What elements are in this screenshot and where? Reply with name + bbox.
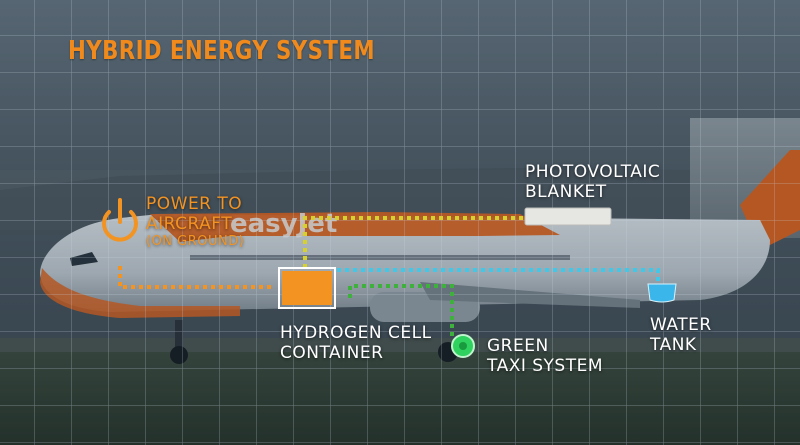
hydrogen-container-outline [278, 267, 336, 309]
photovoltaic-label-line1: PHOTOVOLTAIC [525, 162, 661, 182]
green-taxi-icon-core [459, 342, 467, 350]
solar-blanket-icon [524, 207, 612, 226]
photovoltaic-blanket-label: PHOTOVOLTAIC BLANKET [525, 162, 660, 202]
power-icon [102, 198, 138, 242]
power-to-aircraft-label: POWER TO AIRCRAFT (ON GROUND) [146, 194, 244, 250]
power-label-line2: AIRCRAFT [146, 214, 233, 234]
link-photovoltaic [303, 216, 525, 268]
hydrogen-label-line2: CONTAINER [280, 343, 384, 363]
hydrogen-container-icon [282, 271, 332, 305]
power-label-line1: POWER TO [146, 194, 243, 214]
water-tank-icon [647, 283, 677, 303]
hydrogen-cell-label: HYDROGEN CELL CONTAINER [280, 323, 432, 363]
water-tank-label: WATER TANK [650, 315, 712, 355]
photovoltaic-label-line2: BLANKET [525, 182, 607, 202]
green-taxi-label-line2: TAXI SYSTEM [487, 356, 604, 376]
green-taxi-label: GREEN TAXI SYSTEM [487, 336, 603, 376]
water-label-line1: WATER [650, 315, 712, 335]
link-power-ground [118, 262, 271, 289]
green-taxi-label-line1: GREEN [487, 336, 549, 356]
page-title: HYBRID ENERGY SYSTEM [68, 36, 375, 66]
power-label-line3: (ON GROUND) [146, 234, 245, 249]
water-label-line2: TANK [650, 335, 697, 355]
link-water-tank [337, 268, 660, 283]
hydrogen-label-line1: HYDROGEN CELL [280, 323, 432, 343]
connections [118, 216, 660, 340]
